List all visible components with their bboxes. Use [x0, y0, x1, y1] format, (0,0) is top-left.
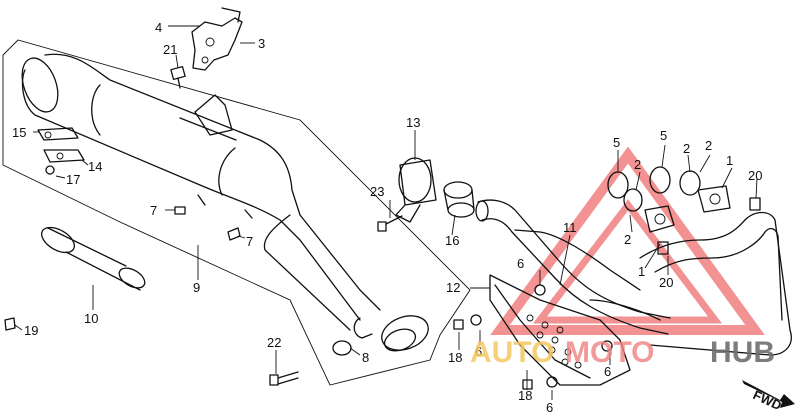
label-17: 17 — [66, 172, 80, 187]
label-4: 4 — [155, 20, 162, 35]
label-12: 12 — [446, 280, 460, 295]
watermark-triangle-outer — [490, 146, 765, 335]
label-22: 22 — [267, 335, 281, 350]
label-7b: 7 — [246, 234, 253, 249]
watermark-moto: MOTO — [565, 336, 654, 369]
muffler-group-frame — [2, 39, 471, 386]
label-3: 3 — [258, 36, 265, 51]
label-2b: 2 — [683, 141, 690, 156]
washer-6c — [601, 340, 613, 352]
bolt-22 — [269, 371, 299, 386]
label-2c: 2 — [705, 138, 712, 153]
nut-18b — [522, 379, 533, 390]
clamp-13 — [377, 157, 437, 232]
bolt-21 — [170, 65, 186, 89]
label-9: 9 — [193, 280, 200, 295]
label-1a: 1 — [726, 153, 733, 168]
heat-shield — [489, 274, 631, 386]
label-6b: 6 — [475, 344, 482, 359]
label-1b: 1 — [638, 264, 645, 279]
part-labels: 4 3 21 15 14 17 7 7 9 10 19 22 8 13 23 1… — [12, 20, 762, 415]
watermark-auto: AUTO — [470, 336, 554, 369]
label-7a: 7 — [150, 203, 157, 218]
label-2d: 2 — [624, 232, 631, 247]
fwd-arrow: FWD — [742, 380, 795, 413]
washer-6a — [534, 284, 546, 296]
label-19: 19 — [24, 323, 38, 338]
nut-19 — [4, 317, 16, 331]
label-18b: 18 — [518, 388, 532, 403]
label-6a: 6 — [517, 256, 524, 271]
muffler-assembly — [21, 53, 429, 356]
label-11: 11 — [563, 220, 577, 235]
label-10: 10 — [84, 311, 98, 326]
muffler-bracket — [191, 7, 243, 71]
fwd-label: FWD — [751, 387, 784, 413]
joint-collar-16 — [443, 181, 475, 218]
exhaust-pipes — [475, 199, 792, 356]
label-15: 15 — [12, 125, 26, 140]
label-20a: 20 — [659, 275, 673, 290]
washer-6b — [470, 314, 482, 326]
label-23: 23 — [370, 184, 384, 199]
clip-7b — [227, 227, 241, 241]
watermark-triangle-inner — [532, 199, 723, 324]
washer-6d — [546, 376, 558, 388]
label-2a: 2 — [634, 157, 641, 172]
label-14: 14 — [88, 159, 102, 174]
label-16: 16 — [445, 233, 459, 248]
tail-pipe-insert — [40, 226, 146, 291]
muffler-plates — [37, 127, 85, 175]
leader-lines — [14, 25, 758, 400]
label-21: 21 — [163, 42, 177, 57]
label-20b: 20 — [748, 168, 762, 183]
nut-18a — [453, 319, 464, 330]
label-6c: 6 — [604, 364, 611, 379]
clip-7a — [174, 206, 186, 215]
watermark-logo — [490, 146, 765, 335]
label-5a: 5 — [613, 135, 620, 150]
watermark-hub: HUB — [710, 336, 775, 369]
label-6d: 6 — [546, 400, 553, 415]
label-5b: 5 — [660, 128, 667, 143]
watermark-text: AUTO MOTO HUB — [470, 336, 775, 369]
label-13: 13 — [406, 115, 420, 130]
nut-20b — [749, 197, 761, 211]
label-8: 8 — [362, 350, 369, 365]
label-18a: 18 — [448, 350, 462, 365]
